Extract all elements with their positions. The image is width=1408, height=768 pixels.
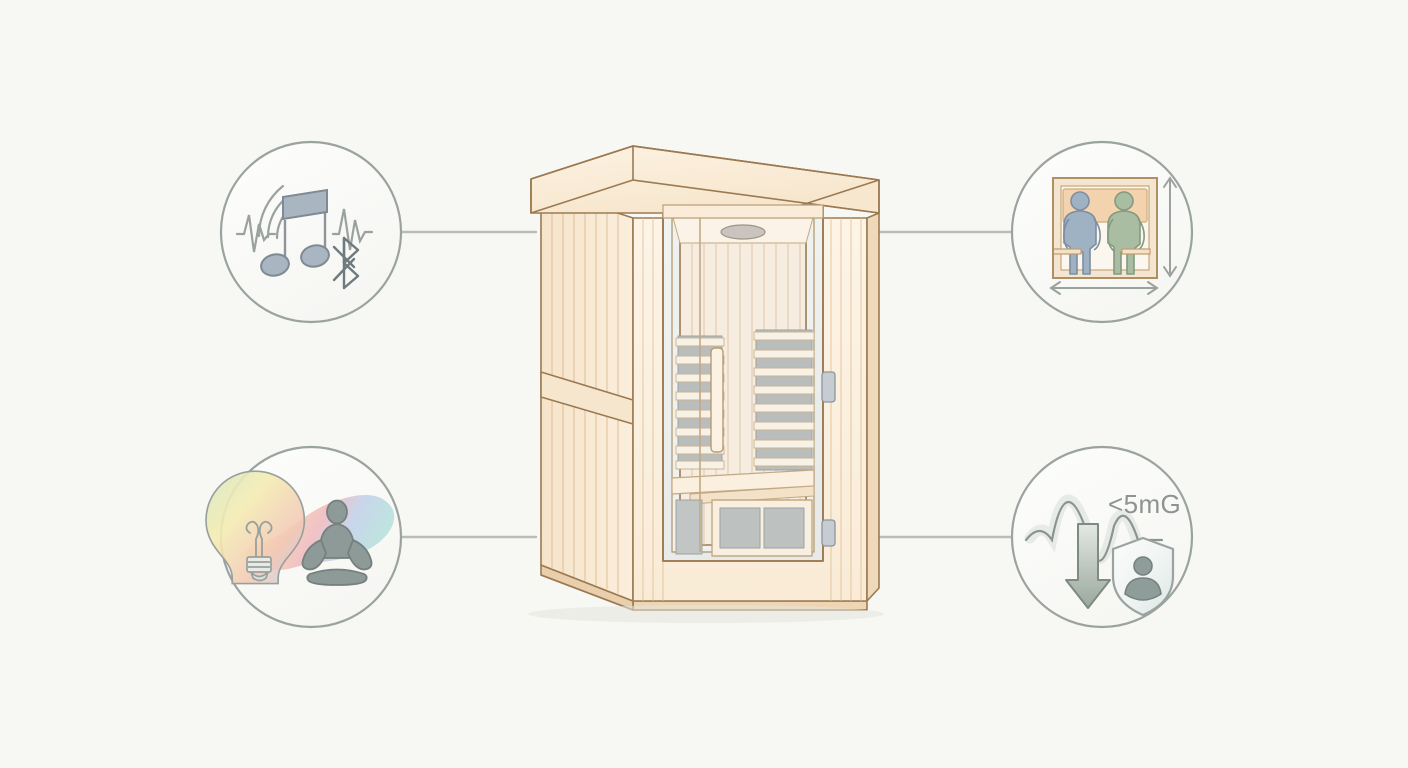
roof-cap: [530, 145, 880, 214]
sauna-cabin-illustration: [530, 145, 880, 611]
door-hinge: [821, 371, 836, 547]
lightbulb: [205, 470, 306, 585]
low-emf-shield-icon: <5mG: [1024, 489, 1181, 617]
width-dimension-arrow: [1049, 281, 1159, 295]
meditating-figure: [301, 499, 373, 586]
callout-chromotherapy[interactable]: [205, 445, 403, 629]
ceiling-light: [720, 224, 766, 240]
door-handle: [710, 347, 724, 453]
callout-capacity[interactable]: [1010, 140, 1194, 324]
lower-heater-panel: [711, 499, 813, 557]
callout-audio-circle[interactable]: [219, 140, 403, 324]
person-avatar: [1124, 556, 1162, 601]
sound-waves-left: [235, 214, 277, 253]
callout-audio[interactable]: [219, 140, 403, 324]
seated-figure-green: [1107, 191, 1145, 275]
seated-figure-blue: [1063, 191, 1101, 275]
height-dimension-arrow: [1163, 176, 1177, 278]
glass-door: [662, 204, 836, 562]
right-side-panel: [866, 212, 880, 602]
bluetooth-glyph: [332, 236, 360, 290]
music-note: [260, 188, 330, 277]
shield: [1111, 536, 1175, 617]
left-side-panel: [540, 187, 634, 602]
callout-low-emf[interactable]: <5mG: [1010, 445, 1194, 629]
emf-value-label: <5mG: [1108, 489, 1181, 519]
sound-waves-right: [331, 208, 374, 251]
connector-lines: [399, 230, 1014, 539]
cabin-shadow: [528, 605, 884, 623]
down-arrow: [1065, 523, 1111, 609]
two-person-capacity-dimensions-icon: [1049, 176, 1177, 295]
chromotherapy-lightbulb-meditation-icon: [205, 470, 395, 586]
